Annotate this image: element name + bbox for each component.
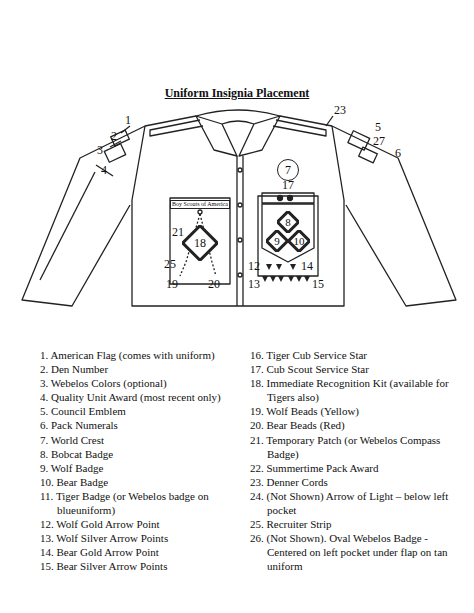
legend-item: 3. Webelos Colors (optional) [40,376,240,390]
legend-item: 13. Wolf Silver Arrow Points [40,531,240,545]
callout-number: 3 [96,144,104,156]
list-column: 16. Tiger Cub Service Star17. Cub Scout … [250,348,450,574]
legend-item: 26. (Not Shown). Oval Webelos Badge - Ce… [250,531,450,573]
legend-item: 2. Den Number [40,362,240,376]
badge-diamond: 10 [288,230,310,252]
callout-number: 19 [165,278,179,290]
callout-number: 23 [333,104,347,116]
callout-number: 20 [207,278,221,290]
badge-diamond: 8 [277,211,299,233]
crest-circle: 7 [277,159,299,181]
node-text: 18 [194,237,206,249]
legend-item: 18. Immediate Recognition Kit (available… [250,376,450,404]
legend-item: 15. Bear Silver Arrow Points [40,559,240,573]
node-text: 8 [285,217,291,228]
callout-number: 14 [300,260,314,272]
legend-item: 6. Pack Numerals [40,418,240,432]
callout-number: 6 [394,147,402,159]
legend-item: 25. Recruiter Strip [250,517,450,531]
node-text: 9 [274,236,280,247]
legend-item: 14. Bear Gold Arrow Point [40,545,240,559]
callout-number: 4 [100,164,108,176]
legend-item: 16. Tiger Cub Service Star [250,348,450,362]
legend-item: 7. World Crest [40,433,240,447]
legend-item: 4. Quality Unit Award (most recent only) [40,390,240,404]
legend-item: 22. Summertime Pack Award [250,461,450,475]
legend-item: 5. Council Emblem [40,404,240,418]
callout-number: 12 [247,260,261,272]
legend-item: 1. American Flag (comes with uniform) [40,348,240,362]
legend-item: 23. Denner Cords [250,475,450,489]
legend-item: 11. Tiger Badge (or Webelos badge on blu… [40,489,240,517]
badge-diamond: 9 [266,230,288,252]
legend-item: 24. (Not Shown) Arrow of Light – below l… [250,489,450,517]
callout-number: 17 [281,179,295,191]
node-text: 10 [294,236,305,247]
badge-diamond: 18 [182,225,218,261]
legend-item: 12. Wolf Gold Arrow Point [40,517,240,531]
node-text: Boy Scouts of America [172,201,228,207]
callout-number: 21 [171,226,185,238]
callout-number: 25 [163,258,177,270]
callout-number: 5 [374,121,382,133]
list-column: 1. American Flag (comes with uniform)2. … [40,348,240,574]
strip-box: Boy Scouts of America [170,200,230,209]
legend-item: 21. Temporary Patch (or Webelos Compass … [250,433,450,461]
callout-number: 15 [311,278,325,290]
title: Uniform Insignia Placement [0,86,474,101]
legend-item: 19. Wolf Beads (Yellow) [250,404,450,418]
legend-item: 9. Wolf Badge [40,461,240,475]
callout-number: 13 [247,278,261,290]
legend-item: 10. Bear Badge [40,475,240,489]
callout-number: 1 [124,114,132,126]
legend-item: 20. Bear Beads (Red) [250,418,450,432]
callout-number: 27 [372,135,386,147]
callout-number: 2 [110,130,118,142]
legend-item: 8. Bobcat Badge [40,447,240,461]
node-text: 7 [285,164,291,176]
legend-item: 17. Cub Scout Service Star [250,362,450,376]
